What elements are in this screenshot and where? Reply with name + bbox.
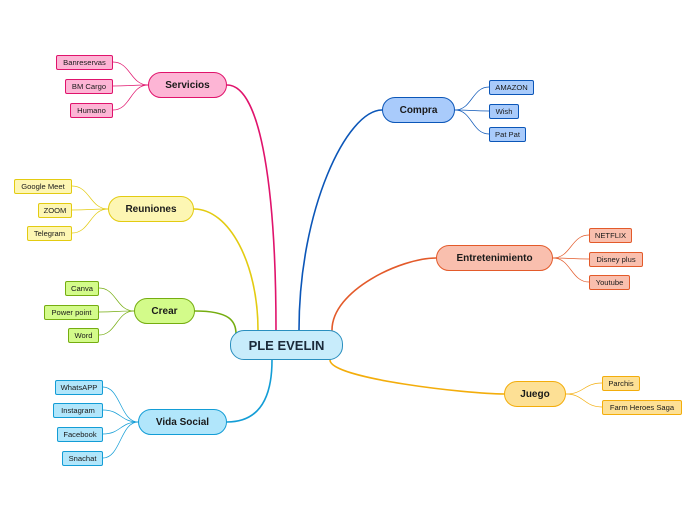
leaf-connector-reuniones-0 <box>71 185 109 210</box>
leaf-label: Google Meet <box>21 181 65 191</box>
leaf-crear-1[interactable]: Power point <box>44 304 99 320</box>
leaf-label: Humano <box>77 105 106 115</box>
leaf-vida-social-0[interactable]: WhatsAPP <box>55 379 103 395</box>
leaf-crear-0[interactable]: Canva <box>65 280 99 296</box>
leaf-connector-compra-0 <box>454 86 490 111</box>
leaf-entretenimiento-2[interactable]: Youtube <box>589 274 630 290</box>
branch-compra[interactable]: Compra <box>382 97 455 123</box>
leaf-connector-vida-social-3 <box>102 421 139 459</box>
leaf-juego-0[interactable]: Parchis <box>602 375 640 391</box>
leaf-label: Canva <box>71 283 93 293</box>
leaf-label: BM Cargo <box>71 81 107 91</box>
branch-vida-social[interactable]: Vida Social <box>138 409 227 435</box>
leaf-compra-2[interactable]: Pat Pat <box>489 126 526 142</box>
leaf-juego-1[interactable]: Farm Heroes Saga <box>602 399 682 415</box>
branch-label: Reuniones <box>125 203 177 215</box>
leaf-servicios-2[interactable]: Humano <box>70 102 113 118</box>
branch-servicios[interactable]: Servicios <box>148 72 227 98</box>
leaf-connector-compra-2 <box>454 109 490 135</box>
leaf-label: Power point <box>51 307 92 317</box>
branch-juego[interactable]: Juego <box>504 381 566 407</box>
leaf-connector-vida-social-1 <box>102 409 139 423</box>
leaf-connector-entretenimiento-2 <box>552 257 590 283</box>
leaf-connector-vida-social-0 <box>102 386 139 423</box>
leaf-connector-servicios-1 <box>112 84 149 87</box>
leaf-vida-social-1[interactable]: Instagram <box>53 402 103 418</box>
leaf-label: ZOOM <box>43 205 67 215</box>
leaf-connector-crear-0 <box>98 287 135 312</box>
leaf-label: Farm Heroes Saga <box>609 402 675 412</box>
leaf-label: AMAZON <box>495 82 528 92</box>
leaf-connector-compra-1 <box>454 109 490 112</box>
leaf-label: Wish <box>495 106 513 116</box>
leaf-compra-0[interactable]: AMAZON <box>489 79 534 95</box>
branch-label: Entretenimiento <box>456 252 533 264</box>
leaf-servicios-0[interactable]: Banreservas <box>56 54 113 70</box>
branch-label: Servicios <box>165 79 210 91</box>
connector-vida-social <box>226 359 273 423</box>
connector-servicios <box>226 84 277 331</box>
leaf-connector-reuniones-2 <box>71 208 109 234</box>
leaf-label: Banreservas <box>63 57 106 67</box>
leaf-label: Telegram <box>33 228 66 238</box>
central-topic[interactable]: PLE EVELIN <box>230 330 343 360</box>
leaf-connector-servicios-2 <box>112 84 149 111</box>
branch-label: Crear <box>151 305 178 317</box>
branch-label: Juego <box>520 388 550 400</box>
branch-entretenimiento[interactable]: Entretenimiento <box>436 245 553 271</box>
leaf-connector-crear-1 <box>98 310 135 313</box>
leaf-vida-social-3[interactable]: Snachat <box>62 450 103 466</box>
connector-reuniones <box>193 208 259 331</box>
leaf-connector-crear-2 <box>98 310 135 336</box>
leaf-connector-entretenimiento-1 <box>552 257 590 260</box>
branch-label: Vida Social <box>155 416 210 428</box>
leaf-reuniones-0[interactable]: Google Meet <box>14 178 72 194</box>
leaf-reuniones-2[interactable]: Telegram <box>27 225 72 241</box>
leaf-label: Pat Pat <box>495 129 520 139</box>
leaf-connector-juego-0 <box>565 382 603 395</box>
leaf-connector-servicios-0 <box>112 61 149 86</box>
leaf-label: NETFLIX <box>594 230 627 240</box>
connector-crear <box>194 310 237 335</box>
leaf-reuniones-1[interactable]: ZOOM <box>38 202 72 218</box>
branch-label: Compra <box>399 104 438 116</box>
leaf-label: Word <box>74 330 93 340</box>
leaf-label: Youtube <box>595 277 624 287</box>
connector-entretenimiento <box>331 257 437 331</box>
central-topic-label: PLE EVELIN <box>248 337 325 353</box>
connector-compra <box>298 109 383 331</box>
connector-juego <box>329 359 505 395</box>
leaf-connector-vida-social-2 <box>102 421 139 435</box>
leaf-compra-1[interactable]: Wish <box>489 103 519 119</box>
leaf-servicios-1[interactable]: BM Cargo <box>65 78 113 94</box>
leaf-label: Disney plus <box>596 254 636 264</box>
leaf-connector-entretenimiento-0 <box>552 234 590 259</box>
leaf-entretenimiento-0[interactable]: NETFLIX <box>589 227 632 243</box>
leaf-label: Snachat <box>68 453 97 463</box>
leaf-connector-juego-1 <box>565 393 603 408</box>
branch-crear[interactable]: Crear <box>134 298 195 324</box>
leaf-entretenimiento-1[interactable]: Disney plus <box>589 251 643 267</box>
leaf-crear-2[interactable]: Word <box>68 327 99 343</box>
leaf-label: Parchis <box>608 378 634 388</box>
branch-reuniones[interactable]: Reuniones <box>108 196 194 222</box>
leaf-label: Instagram <box>61 405 95 415</box>
leaf-label: Facebook <box>63 429 97 439</box>
leaf-vida-social-2[interactable]: Facebook <box>57 426 103 442</box>
leaf-connector-reuniones-1 <box>71 208 109 211</box>
leaf-label: WhatsAPP <box>60 382 98 392</box>
